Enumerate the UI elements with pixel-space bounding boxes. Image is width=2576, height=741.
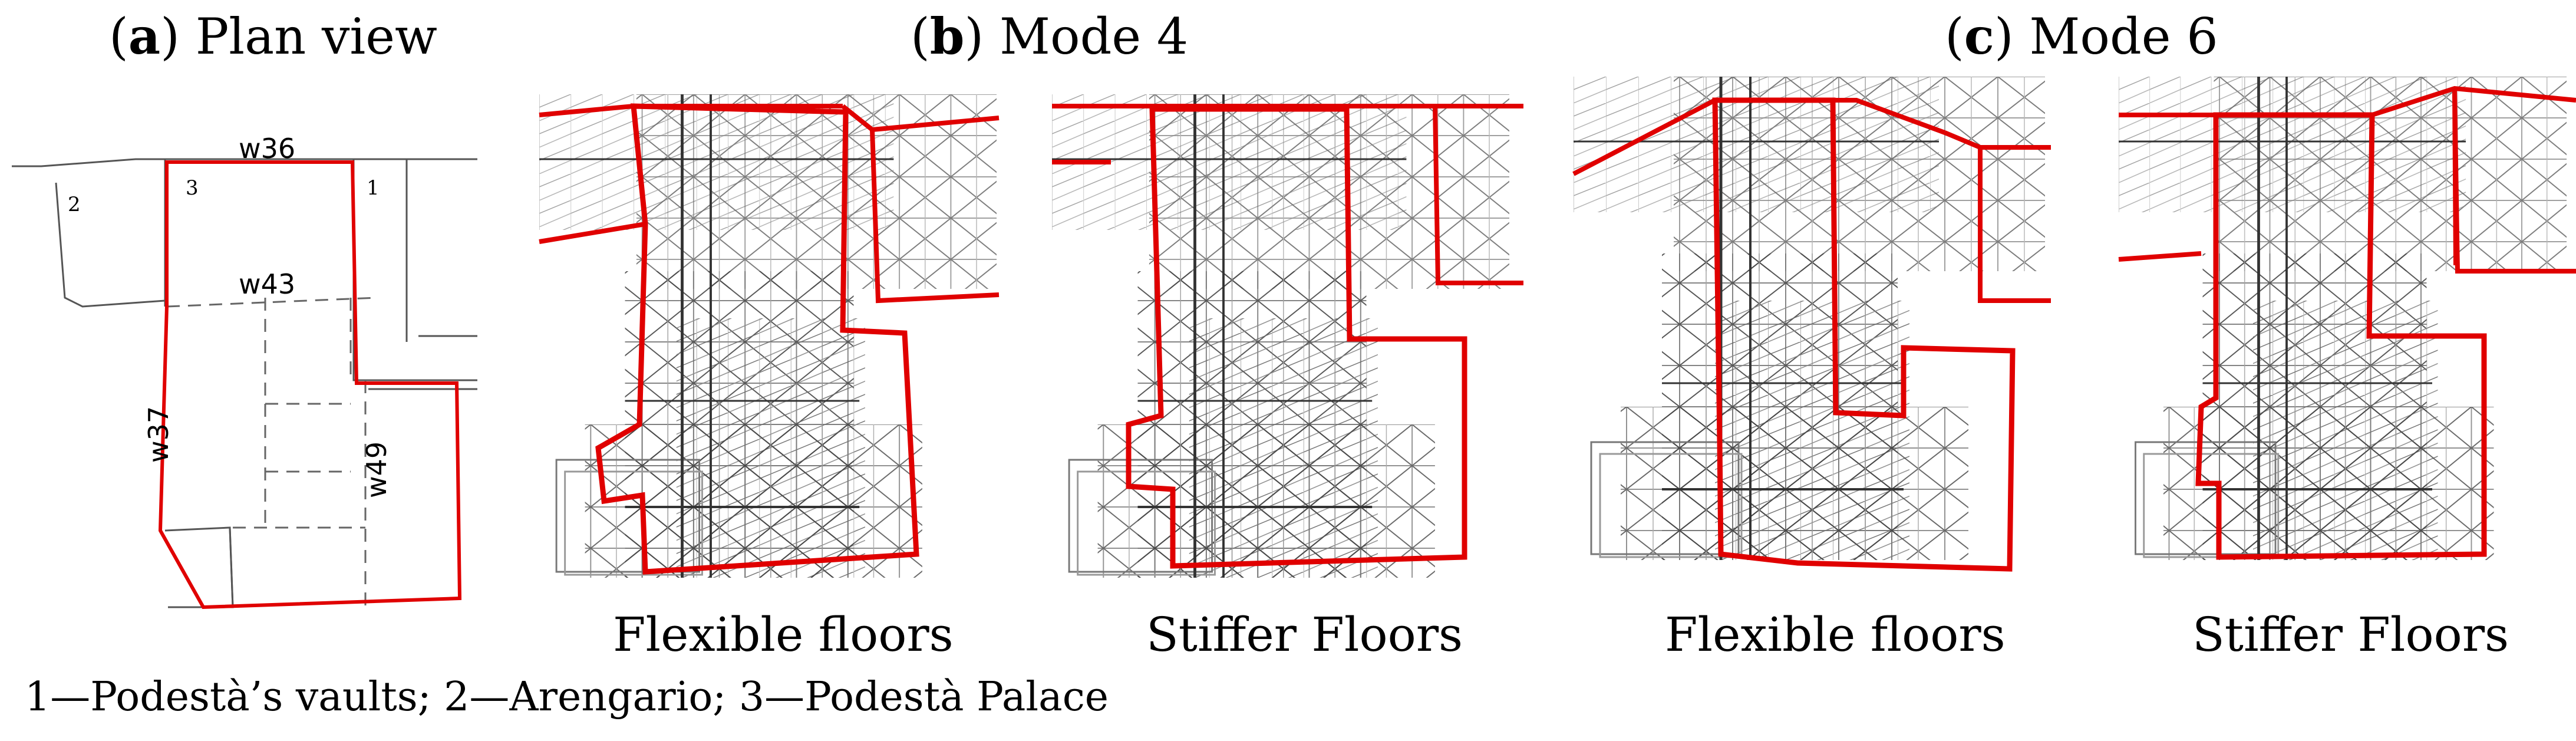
plan-legend: 1—Podestà’s vaults; 2—Arengario; 3—Podes… — [25, 674, 1109, 720]
wall-label-w37: w37 — [143, 406, 174, 463]
panel-c-title-text: Mode 6 — [2029, 8, 2218, 65]
wall-label-w49: w49 — [361, 442, 392, 498]
panel-a-title-text: Plan view — [195, 8, 437, 65]
plan-podesta-palace-outline — [158, 160, 462, 610]
plan-number-1: 1 — [367, 176, 380, 200]
plan-internal-walls — [166, 297, 378, 607]
wall-label-w36: w36 — [239, 133, 295, 164]
caption-mode4-flexible: Flexible floors — [613, 607, 954, 662]
panel-c-title: (c) Mode 6 — [1945, 7, 2218, 65]
wall-label-w43: w43 — [239, 268, 295, 300]
plan-number-3: 3 — [186, 176, 199, 200]
plan-number-2: 2 — [68, 193, 81, 216]
panel-b-letter: b — [929, 7, 965, 65]
panel-c-letter: c — [1964, 7, 1994, 65]
mode4-stiffer-deformed-shape — [1052, 94, 1523, 578]
mode4-flexible-deformed-shape — [539, 94, 1000, 578]
panel-b-title-text: Mode 4 — [1000, 8, 1189, 65]
mode6-stiffer-deformed-shape — [2119, 77, 2576, 560]
panel-b-title: (b) Mode 4 — [911, 7, 1189, 65]
mode6-flexible-deformed-shape — [1574, 77, 2051, 572]
caption-mode6-flexible: Flexible floors — [1665, 607, 2006, 662]
panel-a-letter: a — [128, 7, 161, 65]
caption-mode4-stiffer: Stiffer Floors — [1146, 607, 1463, 662]
plan-view: w36 w43 w37 w49 1 2 3 — [12, 133, 477, 610]
panel-a-title: (a) Plan view — [109, 7, 437, 65]
caption-mode6-stiffer: Stiffer Floors — [2192, 607, 2509, 662]
